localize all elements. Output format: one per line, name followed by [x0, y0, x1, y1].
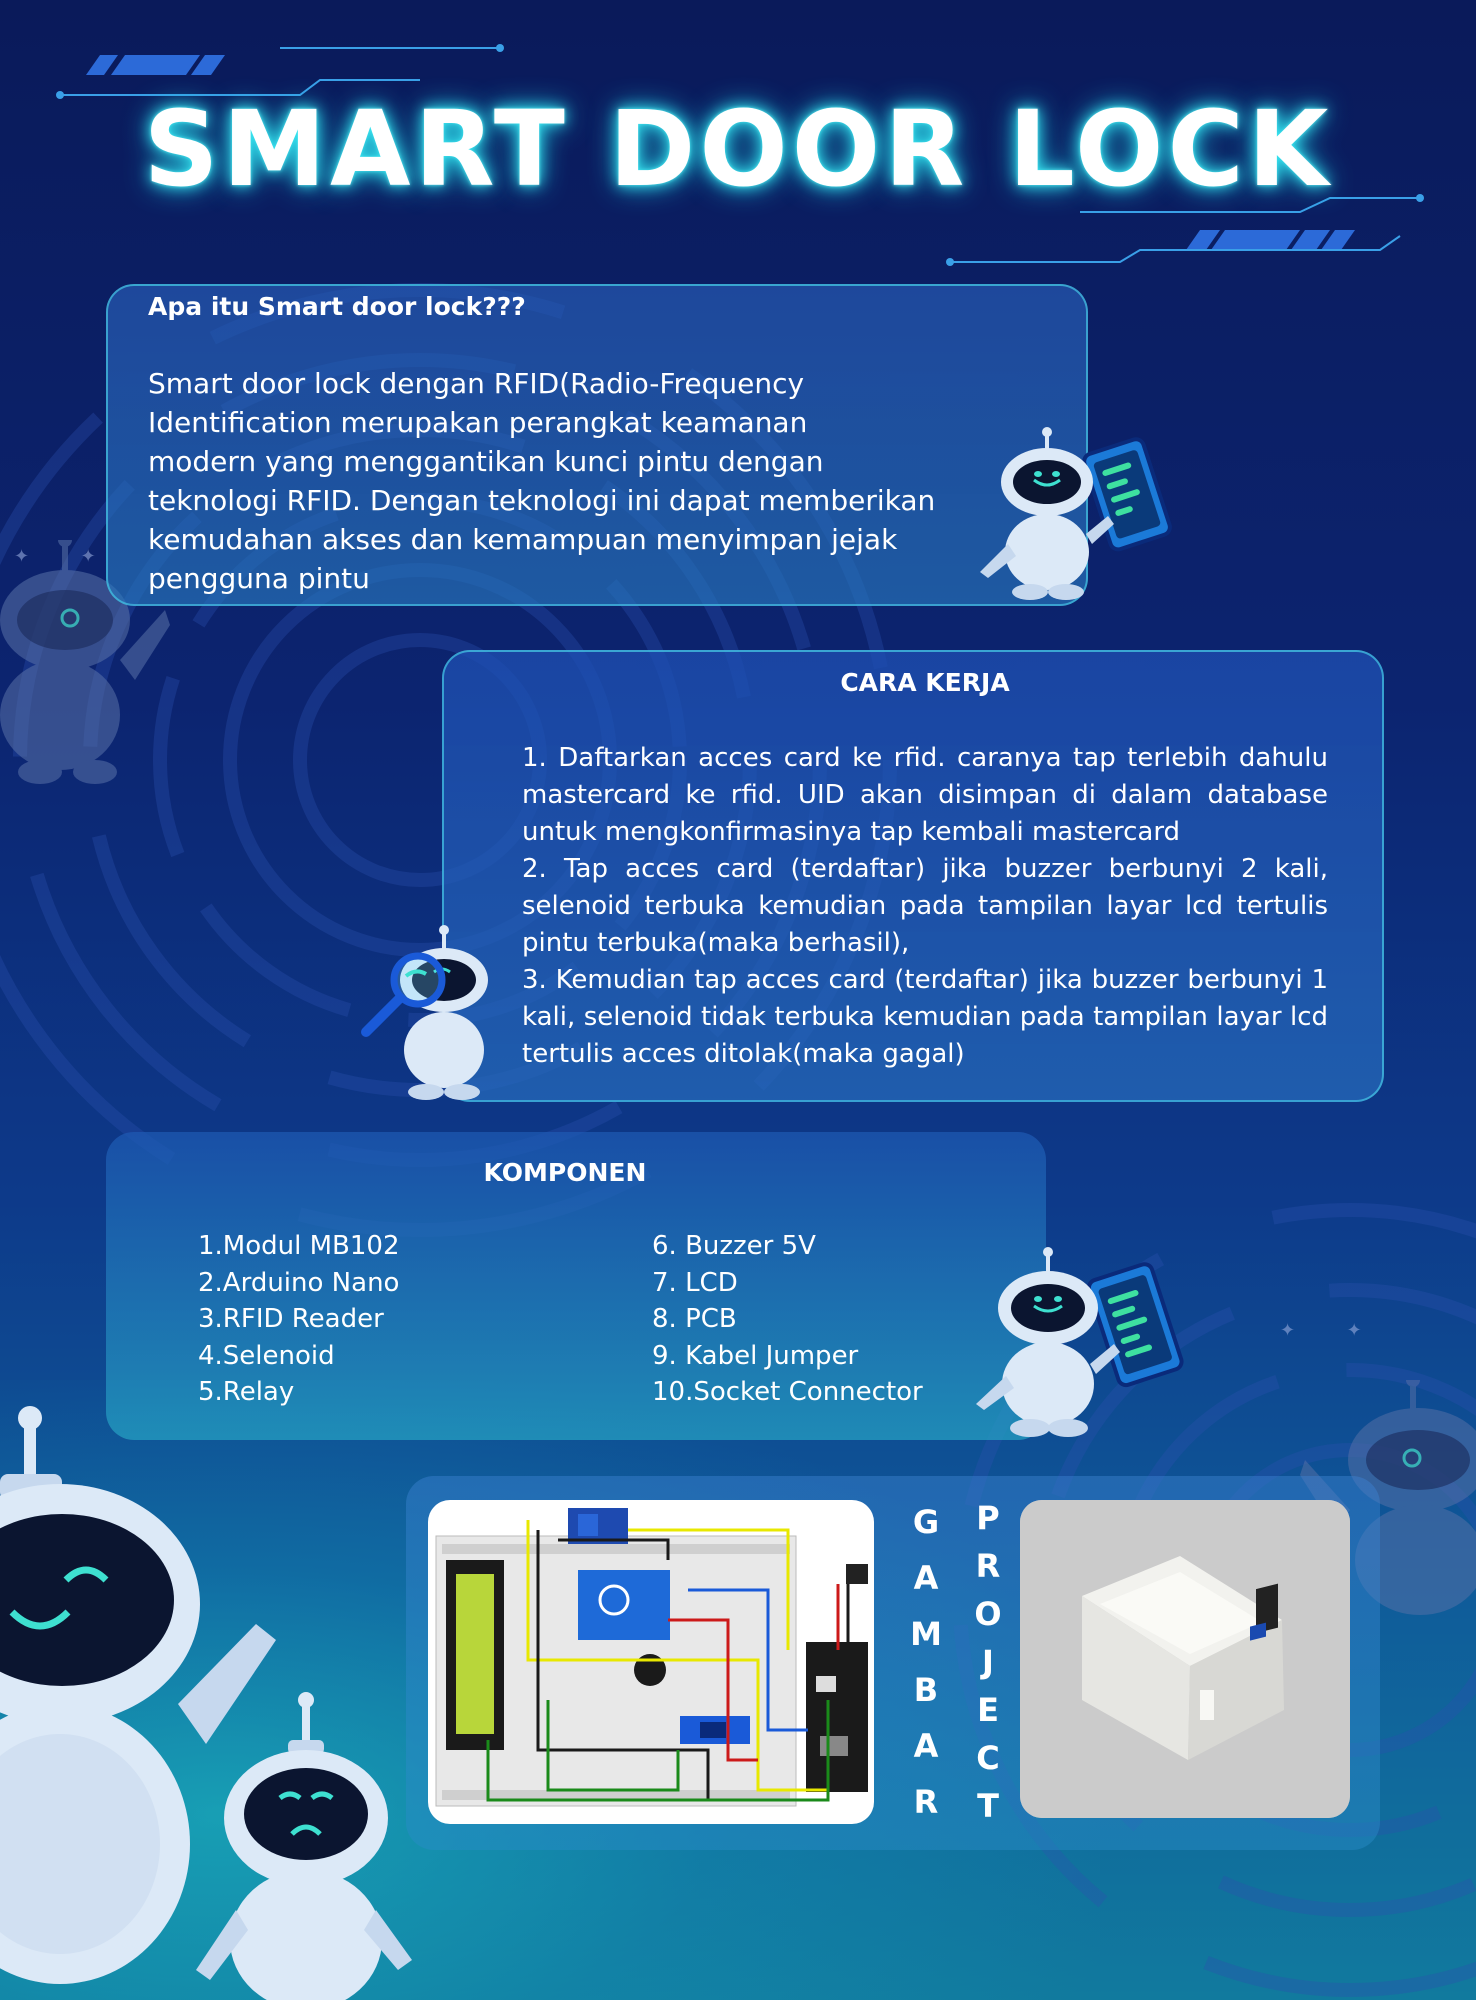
vertical-word-gambar: G A M B A R — [904, 1494, 948, 1830]
intro-body: Smart door lock dengan RFID(Radio-Freque… — [148, 364, 948, 598]
intro-line: kemudahan akses dan kemampuan menyimpan … — [148, 523, 898, 556]
vertical-letter: A — [913, 1559, 939, 1597]
list-item: 2.Arduino Nano — [198, 1267, 400, 1298]
intro-heading: Apa itu Smart door lock??? — [148, 292, 526, 321]
robot-with-tablet-icon — [980, 427, 1172, 600]
vertical-letter: A — [913, 1727, 939, 1765]
small-robot-sad-icon — [196, 1692, 412, 2000]
list-item: 6. Buzzer 5V — [652, 1231, 816, 1261]
intro-card — [106, 284, 1088, 606]
large-robot-waving-icon — [0, 1406, 276, 1984]
cara-kerja-card — [442, 650, 1384, 1102]
cara-kerja-step: 2. Tap acces card (terdaftar) jika buzze… — [522, 854, 1328, 958]
robot-with-tablet-icon — [976, 1247, 1184, 1437]
komponen-list-right: 6. Buzzer 5V 7. LCD 8. PCB 9. Kabel Jump… — [652, 1228, 923, 1411]
vertical-letter: G — [912, 1503, 940, 1541]
komponen-list-left: 1.Modul MB102 2.Arduino Nano 3.RFID Read… — [198, 1228, 400, 1411]
circuit-diagram-image — [428, 1500, 874, 1824]
intro-line: teknologi RFID. Dengan teknologi ini dap… — [148, 484, 936, 517]
star-decoration: ✦ ✦ — [14, 546, 96, 567]
list-item: 5.Relay — [198, 1377, 295, 1408]
faded-robot-left — [0, 540, 170, 784]
list-item: 9. Kabel Jumper — [652, 1340, 859, 1371]
page-title: SMART DOOR LOCK — [143, 88, 1333, 210]
project-box-photo — [1020, 1500, 1350, 1818]
vertical-letter: T — [977, 1787, 999, 1825]
intro-line: Identification merupakan perangkat keama… — [148, 406, 808, 439]
vertical-letter: C — [976, 1739, 1000, 1777]
circuit-lines-decoration — [56, 44, 1424, 266]
intro-line: pengguna pintu — [148, 562, 370, 595]
cara-kerja-step: 1. Daftarkan acces card ke rfid. caranya… — [522, 743, 1328, 847]
star-decoration: ✦ ✦ — [1280, 1320, 1362, 1341]
vertical-letter: O — [974, 1595, 1002, 1633]
list-item: 7. LCD — [652, 1267, 738, 1298]
cara-kerja-heading: CARA KERJA — [840, 668, 1010, 697]
intro-line: modern yang menggantikan kunci pintu den… — [148, 445, 824, 478]
komponen-card — [106, 1132, 1046, 1440]
list-item: 3.RFID Reader — [198, 1304, 384, 1335]
list-item: 1.Modul MB102 — [198, 1231, 400, 1261]
vertical-letter: R — [975, 1547, 1001, 1585]
list-item: 10.Socket Connector — [652, 1377, 923, 1408]
komponen-heading: KOMPONEN — [483, 1158, 647, 1187]
vertical-word-project: P R O J E C T — [966, 1494, 1010, 1830]
list-item: 8. PCB — [652, 1304, 737, 1335]
robot-with-magnifier-icon — [361, 925, 488, 1100]
vertical-letter: J — [982, 1643, 994, 1681]
vertical-letter: R — [913, 1783, 939, 1821]
cara-kerja-steps: 1. Daftarkan acces card ke rfid. caranya… — [522, 740, 1328, 1073]
faded-robot-right — [1300, 1380, 1476, 1615]
vertical-letter: P — [976, 1499, 1000, 1537]
cara-kerja-step: 3. Kemudian tap acces card (terdaftar) j… — [522, 965, 1328, 1069]
vertical-letter: B — [913, 1671, 939, 1709]
vertical-letter: E — [977, 1691, 999, 1729]
intro-line: Smart door lock dengan RFID(Radio-Freque… — [148, 367, 805, 400]
list-item: 4.Selenoid — [198, 1340, 335, 1371]
vertical-letter: M — [910, 1615, 942, 1653]
